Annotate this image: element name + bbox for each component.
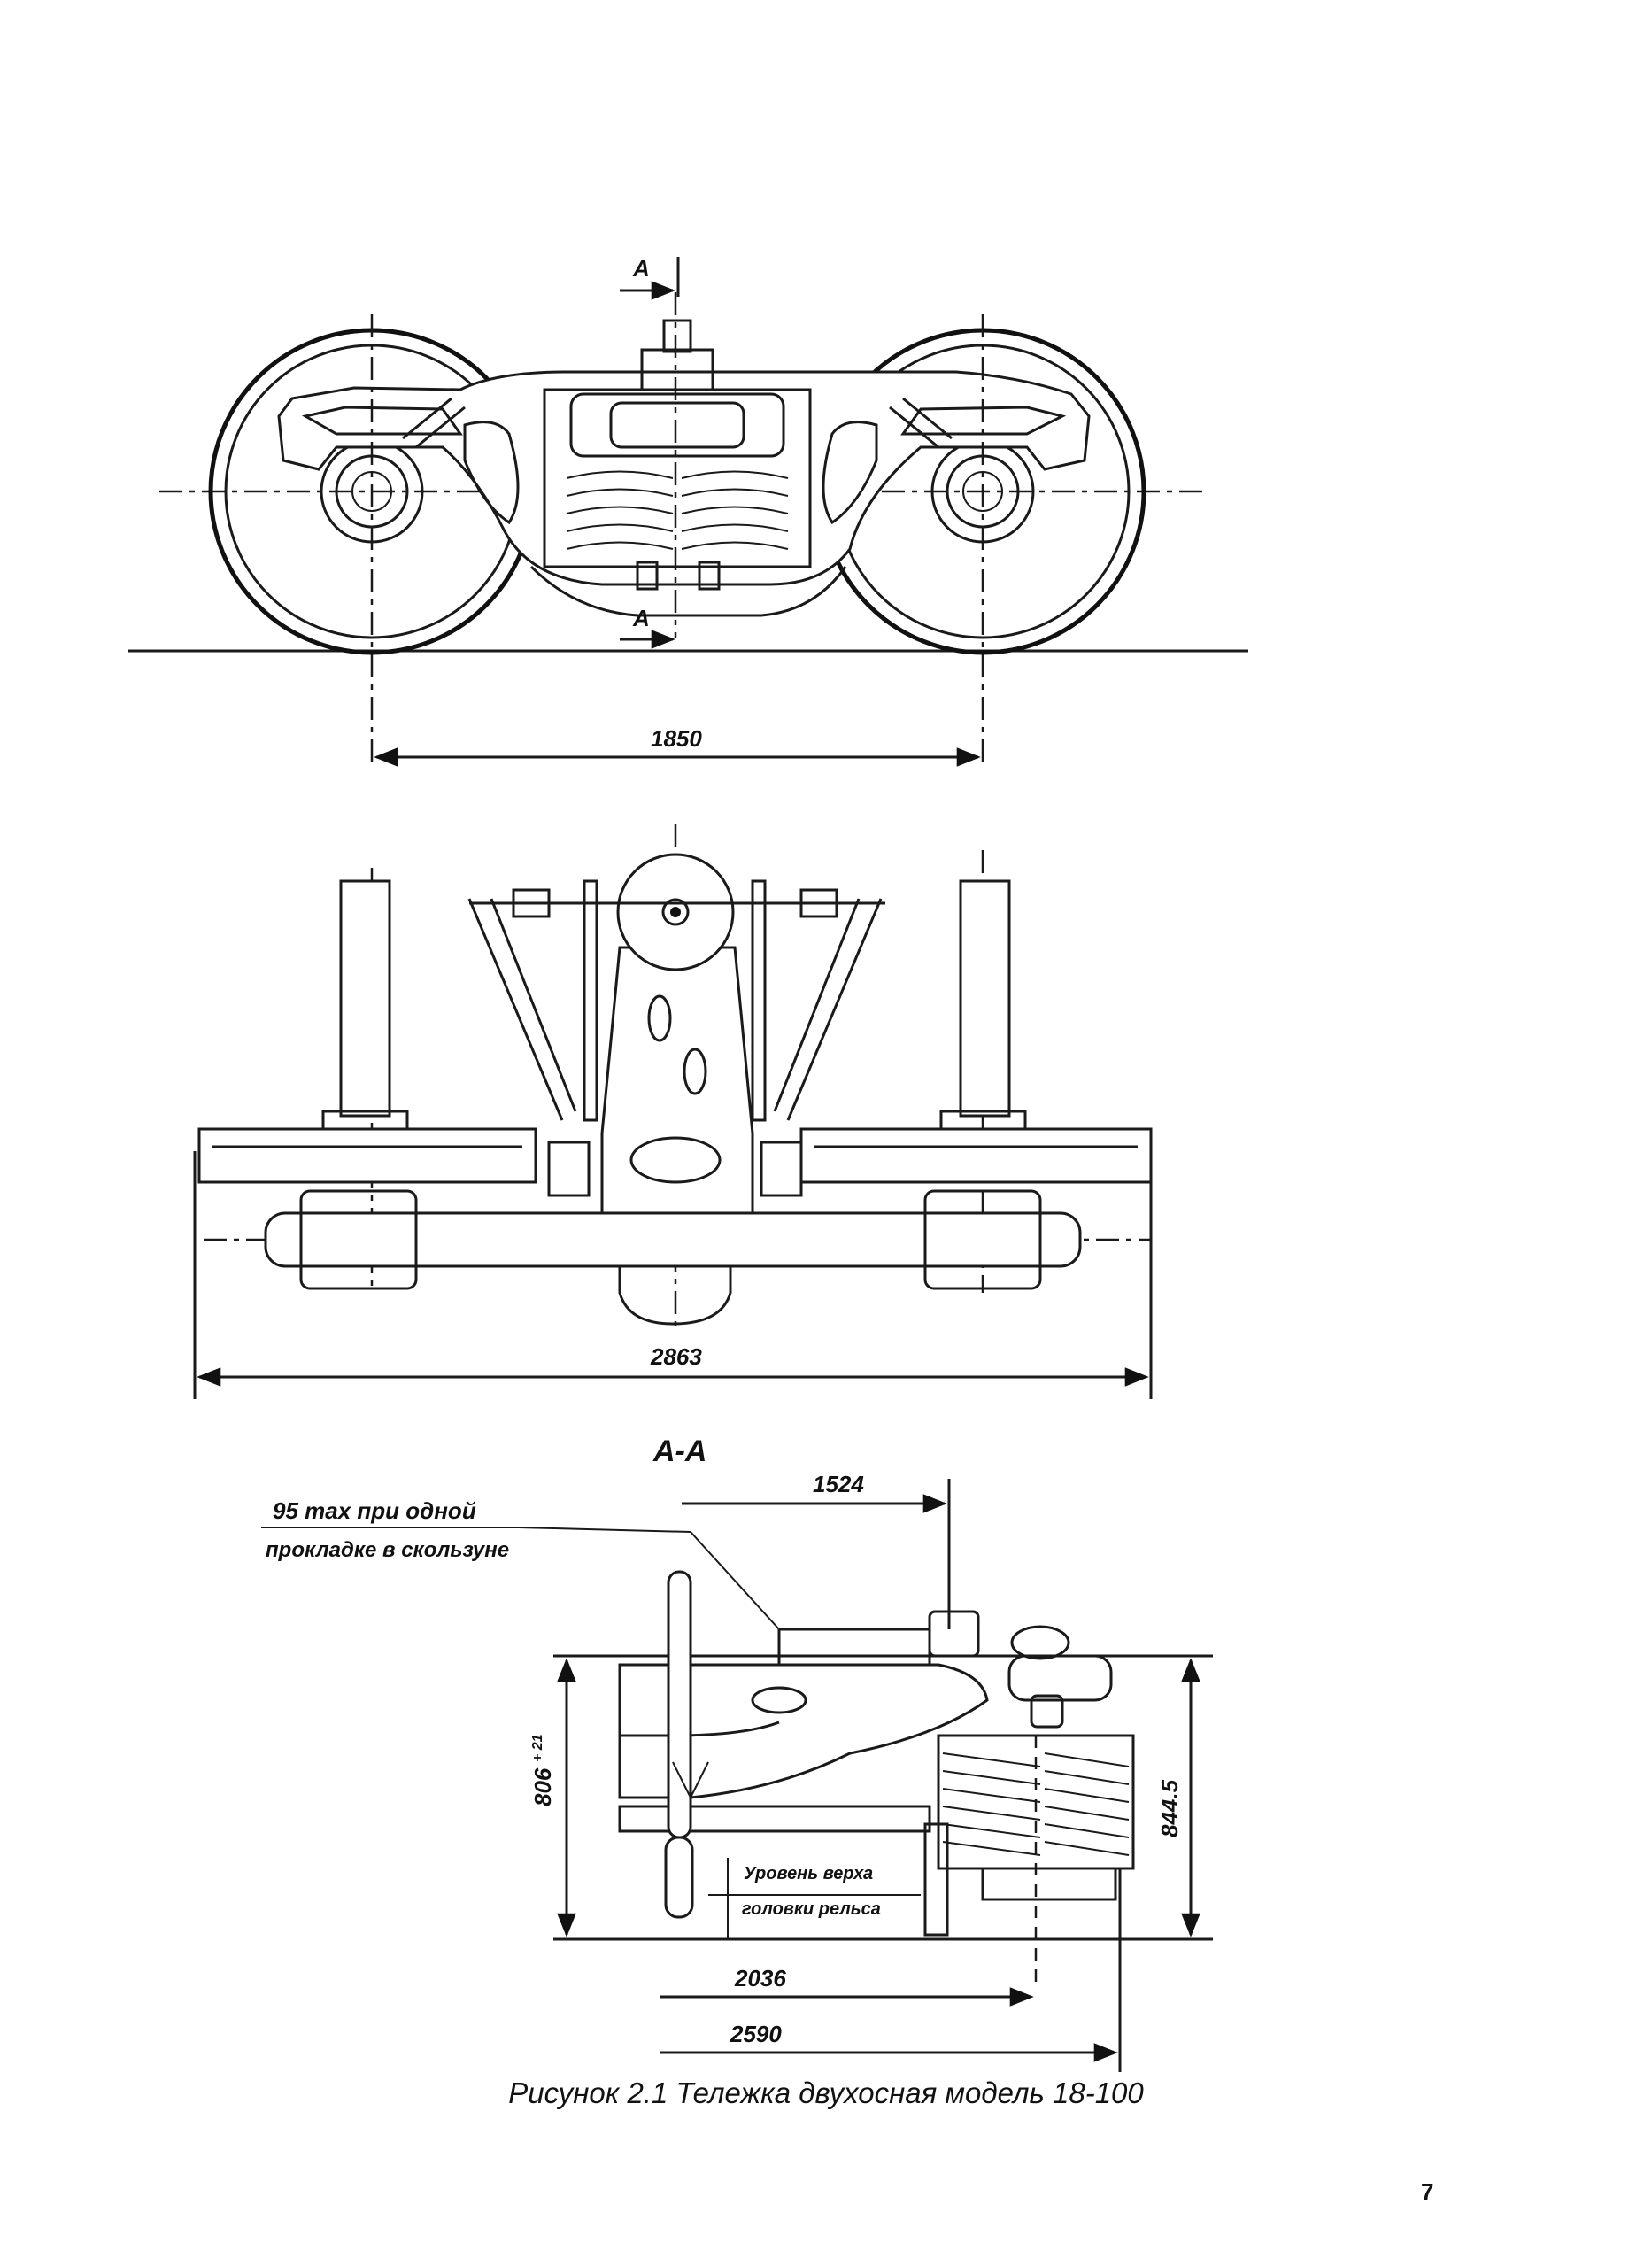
dim-height-left: 806 bbox=[529, 1767, 556, 1806]
rail-note-line2: головки рельса bbox=[742, 1899, 881, 1919]
plan-brake-triangle bbox=[467, 879, 885, 1197]
section-springs bbox=[923, 1734, 1135, 1937]
dim-height-right: 844.5 bbox=[1156, 1779, 1183, 1837]
dim-wheelbase: 1850 bbox=[651, 725, 702, 752]
section-kingpin bbox=[664, 1570, 709, 1919]
section-title: А-А bbox=[652, 1435, 706, 1468]
plan-side-frame bbox=[264, 1211, 1082, 1268]
plan-view: 2863 bbox=[193, 824, 1153, 1399]
plan-bolster bbox=[600, 853, 754, 1326]
brake-link-left bbox=[402, 397, 466, 449]
dim-width: 2863 bbox=[650, 1343, 702, 1370]
plan-axles bbox=[321, 879, 1027, 1140]
dim-1524: 1524 bbox=[813, 1471, 864, 1497]
dim-2036: 2036 bbox=[734, 1965, 786, 1991]
section-mark-bottom: А bbox=[632, 605, 650, 631]
note-line2: прокладке в скользуне bbox=[266, 1538, 509, 1562]
rail-note-line1: Уровень верха bbox=[744, 1864, 873, 1883]
dim-2590: 2590 bbox=[730, 2021, 782, 2047]
brake-link-right bbox=[889, 397, 953, 449]
figure-caption: Рисунок 2.1 Тележка двухосная модель 18-… bbox=[508, 2077, 1144, 2109]
section-mark-top: А bbox=[632, 255, 650, 282]
side-view: А А 1850 bbox=[128, 255, 1248, 770]
bolster-spring-set bbox=[543, 319, 812, 591]
section-view: А-А 1524 95 max при одной прокладке в ск… bbox=[261, 1435, 1213, 2072]
dim-height-left-tol: + 21 bbox=[530, 1734, 545, 1762]
section-bolster bbox=[618, 1610, 1113, 1833]
plan-wheel-left bbox=[197, 1127, 537, 1184]
note-line1: 95 max при одной bbox=[273, 1497, 476, 1524]
plan-wheel-right bbox=[799, 1127, 1153, 1184]
page-number: 7 bbox=[1421, 2178, 1434, 2205]
